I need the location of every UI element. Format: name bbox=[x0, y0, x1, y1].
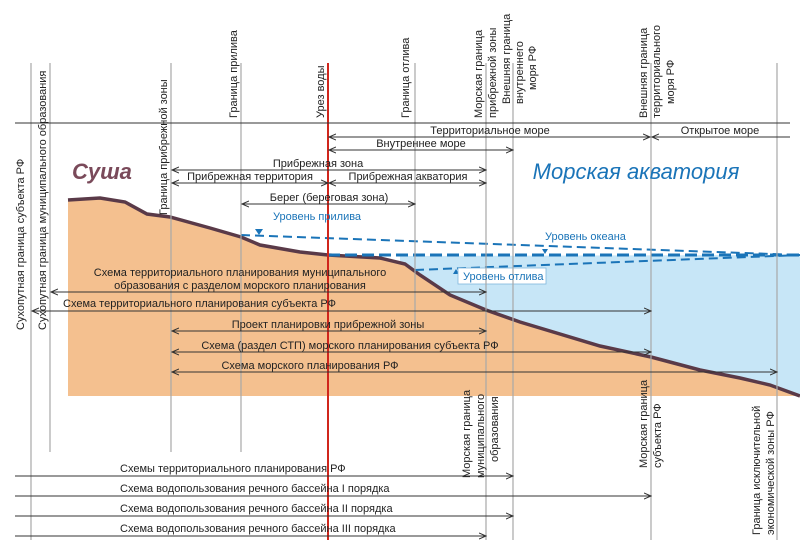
high-tide-level bbox=[240, 234, 800, 256]
label-municipal-sea-3: образования bbox=[489, 396, 501, 462]
title-land: Суша bbox=[72, 159, 132, 184]
ocean-marker-icon bbox=[542, 249, 548, 254]
land-area bbox=[68, 198, 800, 396]
scheme-municipal-1: Схема территориального планирования муни… bbox=[94, 267, 386, 279]
label-coastal-zone: Граница прибрежной зоны bbox=[158, 79, 170, 215]
bottom-scheme-basin-2: Схема водопользования речного бассейна I… bbox=[120, 503, 393, 515]
zone-arrows: Территориальное море Открытое море Внутр… bbox=[172, 125, 790, 204]
label-municipal-sea-2: муниципального bbox=[475, 394, 487, 478]
label-low-tide: Граница отлива bbox=[400, 37, 412, 118]
label-high-tide: Граница прилива bbox=[228, 29, 240, 118]
bottom-scheme-basin-3: Схема водопользования речного бассейна I… bbox=[120, 523, 397, 535]
label-ocean-level: Уровень океана bbox=[545, 231, 627, 243]
label-sea-coastal-2: прибрежной зоны bbox=[487, 28, 499, 118]
label-inner-sea-2: внутреннего bbox=[514, 41, 526, 104]
scheme-subject-marine: Схема (раздел СТП) морского планирования… bbox=[201, 340, 498, 352]
bottom-scheme-basin-1: Схема водопользования речного бассейна I… bbox=[120, 483, 390, 495]
top-labels: Сухопутная граница субъекта РФ Сухопутна… bbox=[15, 13, 677, 330]
planning-schemes: Схема территориального планирования муни… bbox=[32, 267, 777, 372]
label-subject-sea-1: Морская граница bbox=[638, 379, 650, 468]
label-low-tide-level: Уровень отлива bbox=[463, 271, 544, 283]
scheme-municipal-2: образования с разделом морского планиров… bbox=[114, 280, 366, 292]
label-terr-sea-2: территориального bbox=[651, 25, 663, 118]
zone-coastal-aquatory: Прибрежная акватория bbox=[349, 171, 468, 183]
bottom-scheme-rf: Схемы территориального планирования РФ bbox=[120, 463, 346, 475]
bottom-labels: Морская граница муниципального образован… bbox=[461, 379, 777, 535]
bottom-schemes: Схемы территориального планирования РФ С… bbox=[15, 463, 651, 536]
low-tide-label-box bbox=[457, 267, 547, 285]
scheme-subject: Схема территориального планирования субъ… bbox=[63, 298, 336, 310]
label-sea-coastal-1: Морская граница bbox=[473, 29, 485, 118]
scheme-rf-marine: Схема морского планирования РФ bbox=[221, 360, 398, 372]
zone-territorial-sea: Территориальное море bbox=[430, 125, 549, 137]
label-waterline: Урез воды bbox=[315, 65, 327, 118]
high-tide-marker-icon bbox=[255, 229, 263, 235]
label-subject-land: Сухопутная граница субъекта РФ bbox=[15, 159, 27, 330]
zone-inner-sea: Внутреннее море bbox=[376, 138, 466, 150]
label-inner-sea-3: моря РФ bbox=[527, 46, 539, 90]
label-eez-2: экономической зоны РФ bbox=[765, 411, 777, 535]
label-eez-1: Граница исключительной bbox=[751, 406, 763, 535]
label-inner-sea-1: Внешняя граница bbox=[501, 13, 513, 104]
low-tide-level bbox=[414, 254, 800, 271]
label-terr-sea-1: Внешняя граница bbox=[638, 27, 650, 118]
label-municipal-land: Сухопутная граница муниципального образо… bbox=[37, 71, 49, 330]
label-municipal-sea-1: Морская граница bbox=[461, 389, 473, 478]
label-terr-sea-3: моря РФ bbox=[665, 60, 677, 104]
zone-shore: Берег (береговая зона) bbox=[270, 192, 388, 204]
scheme-coastal-project: Проект планировки прибрежной зоны bbox=[232, 319, 425, 331]
title-sea: Морская акватория bbox=[533, 159, 740, 184]
label-high-tide-level: Уровень прилива bbox=[273, 211, 362, 223]
label-subject-sea-2: субъекта РФ bbox=[652, 403, 664, 468]
shoreline bbox=[67, 196, 800, 398]
zone-open-sea: Открытое море bbox=[681, 125, 760, 137]
zone-coastal-territory: Прибрежная территория bbox=[187, 171, 313, 183]
low-tide-marker-icon bbox=[453, 269, 459, 274]
zone-coastal: Прибрежная зона bbox=[273, 158, 364, 170]
